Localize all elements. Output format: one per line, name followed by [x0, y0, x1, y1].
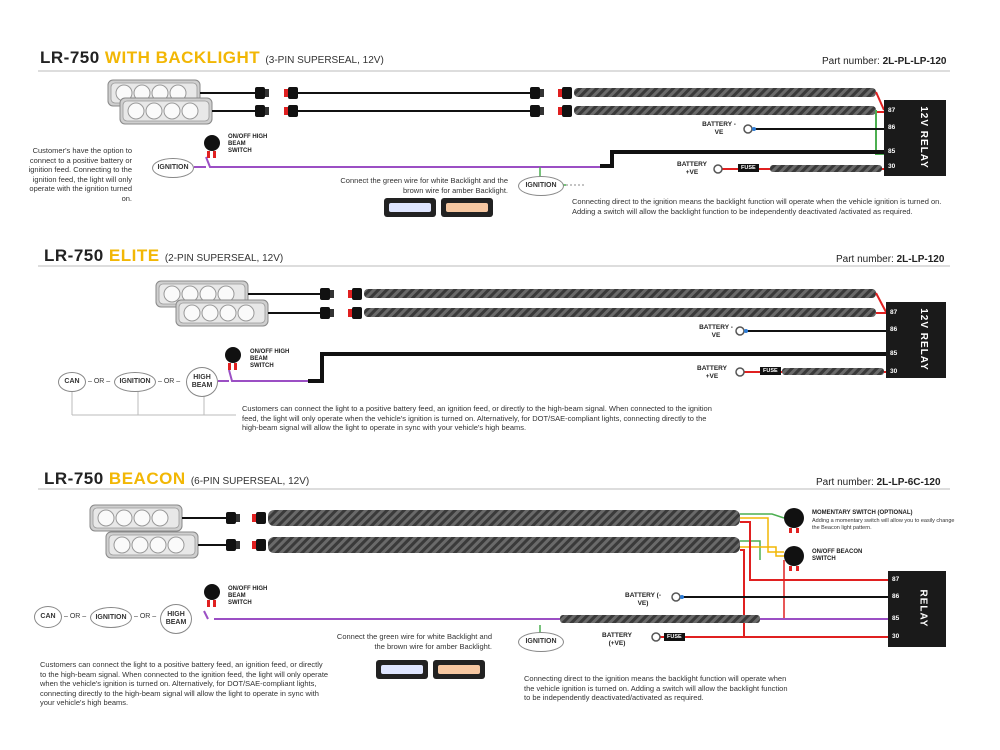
high-beam-oval: HIGH BEAM	[186, 367, 218, 397]
ignition-oval: IGNITION	[152, 158, 194, 178]
beacon-ignition-oval: IGNITION	[90, 607, 132, 628]
beacon-high-beam-switch-label: ON/OFF HIGH BEAM SWITCH	[228, 586, 268, 606]
section-1-title: LR-750 WITH BACKLIGHT (3-PIN SUPERSEAL, …	[40, 48, 384, 67]
backlight-wire-note: Connect the green wire for white Backlig…	[340, 176, 508, 195]
beacon-ignition-oval-2: IGNITION	[518, 632, 564, 652]
relay-3: RELAY 87 86 85 30	[888, 571, 946, 647]
section-1-left-note: Customer's have the option to connect to…	[28, 146, 132, 203]
momentary-switch-title: MOMENTARY SWITCH (OPTIONAL)	[812, 510, 913, 516]
relay-2: 12V RELAY 87 86 85 30	[886, 302, 946, 378]
beacon-fuse-label: FUSE	[664, 633, 685, 641]
beacon-high-beam-oval: HIGH BEAM	[160, 604, 192, 634]
section-3-part-number: Part number: 2L-LP-6C-120	[816, 477, 941, 488]
momentary-switch-note: Adding a momentary switch will allow you…	[812, 518, 955, 531]
section-1-part-number: Part number: 2L-PL-LP-120	[822, 56, 947, 67]
section-2-title: LR-750 ELITE (2-PIN SUPERSEAL, 12V)	[44, 246, 284, 265]
section-3-left-note: Customers can connect the light to a pos…	[40, 660, 329, 707]
can-oval: CAN	[58, 372, 86, 392]
beacon-backlight-wire-note: Connect the green wire for white Backlig…	[336, 632, 492, 651]
elite-battery-negative-label: BATTERY -VE	[699, 324, 733, 339]
elite-fuse-label: FUSE	[760, 367, 781, 375]
light-bar-2	[119, 97, 213, 125]
beacon-battery-positive-label: BATTERY (+VE)	[602, 632, 632, 647]
beacon-light-bar-1	[89, 504, 183, 532]
beacon-or-separator-1: – OR –	[64, 613, 87, 620]
battery-negative-label: BATTERY -VE	[702, 121, 736, 136]
relay-1: 12V RELAY 87 86 85 30	[884, 100, 946, 176]
or-separator-1: – OR –	[88, 378, 111, 385]
section-3-title: LR-750 BEACON (6-PIN SUPERSEAL, 12V)	[44, 469, 310, 488]
beacon-battery-negative-label: BATTERY (-VE)	[625, 592, 661, 607]
section-2-note: Customers can connect the light to a pos…	[242, 404, 712, 432]
elite-light-bar-2	[175, 299, 269, 327]
battery-positive-label: BATTERY +VE	[677, 161, 707, 176]
ignition-oval-elite: IGNITION	[114, 372, 156, 392]
beacon-switch-label: ON/OFF BEACON SWITCH	[812, 549, 863, 562]
ignition-oval-2: IGNITION	[518, 176, 564, 196]
beacon-light-bar-2	[105, 531, 199, 559]
section-2-part-number: Part number: 2L-LP-120	[836, 254, 945, 265]
section-3-right-note: Connecting direct to the ignition means …	[524, 674, 788, 702]
or-separator-2: – OR –	[158, 378, 181, 385]
beacon-or-separator-2: – OR –	[134, 613, 157, 620]
fuse-label: FUSE	[738, 164, 759, 172]
high-beam-switch-label: ON/OFF HIGH BEAM SWITCH	[228, 134, 268, 154]
section-1-right-note: Connecting direct to the ignition means …	[572, 197, 942, 216]
beacon-can-oval: CAN	[34, 606, 62, 628]
elite-switch-label: ON/OFF HIGH BEAM SWITCH	[250, 349, 290, 369]
elite-battery-positive-label: BATTERY +VE	[697, 365, 727, 380]
